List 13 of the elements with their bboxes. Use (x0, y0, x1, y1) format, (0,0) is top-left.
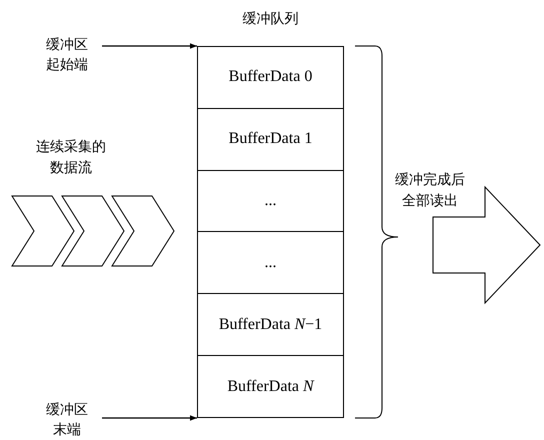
buffer-cell: BufferData N (198, 356, 343, 417)
buffer-cell: BufferData N−1 (198, 294, 343, 356)
readout-label: 缓冲完成后全部读出 (394, 171, 466, 211)
arrow (102, 415, 197, 421)
buffer-cell: ... (198, 232, 343, 294)
buffer-cell: ... (198, 170, 343, 232)
pointer-label: 缓冲区起始端 (44, 36, 90, 76)
queue-title: 缓冲队列 (242, 10, 300, 29)
stream-label: 连续采集的数据流 (35, 138, 107, 178)
buffer-cell: BufferData 0 (198, 47, 343, 109)
pointer-label: 缓冲区末端 (44, 401, 90, 440)
arrow (102, 43, 197, 49)
buffer-cell: BufferData 1 (198, 108, 343, 171)
